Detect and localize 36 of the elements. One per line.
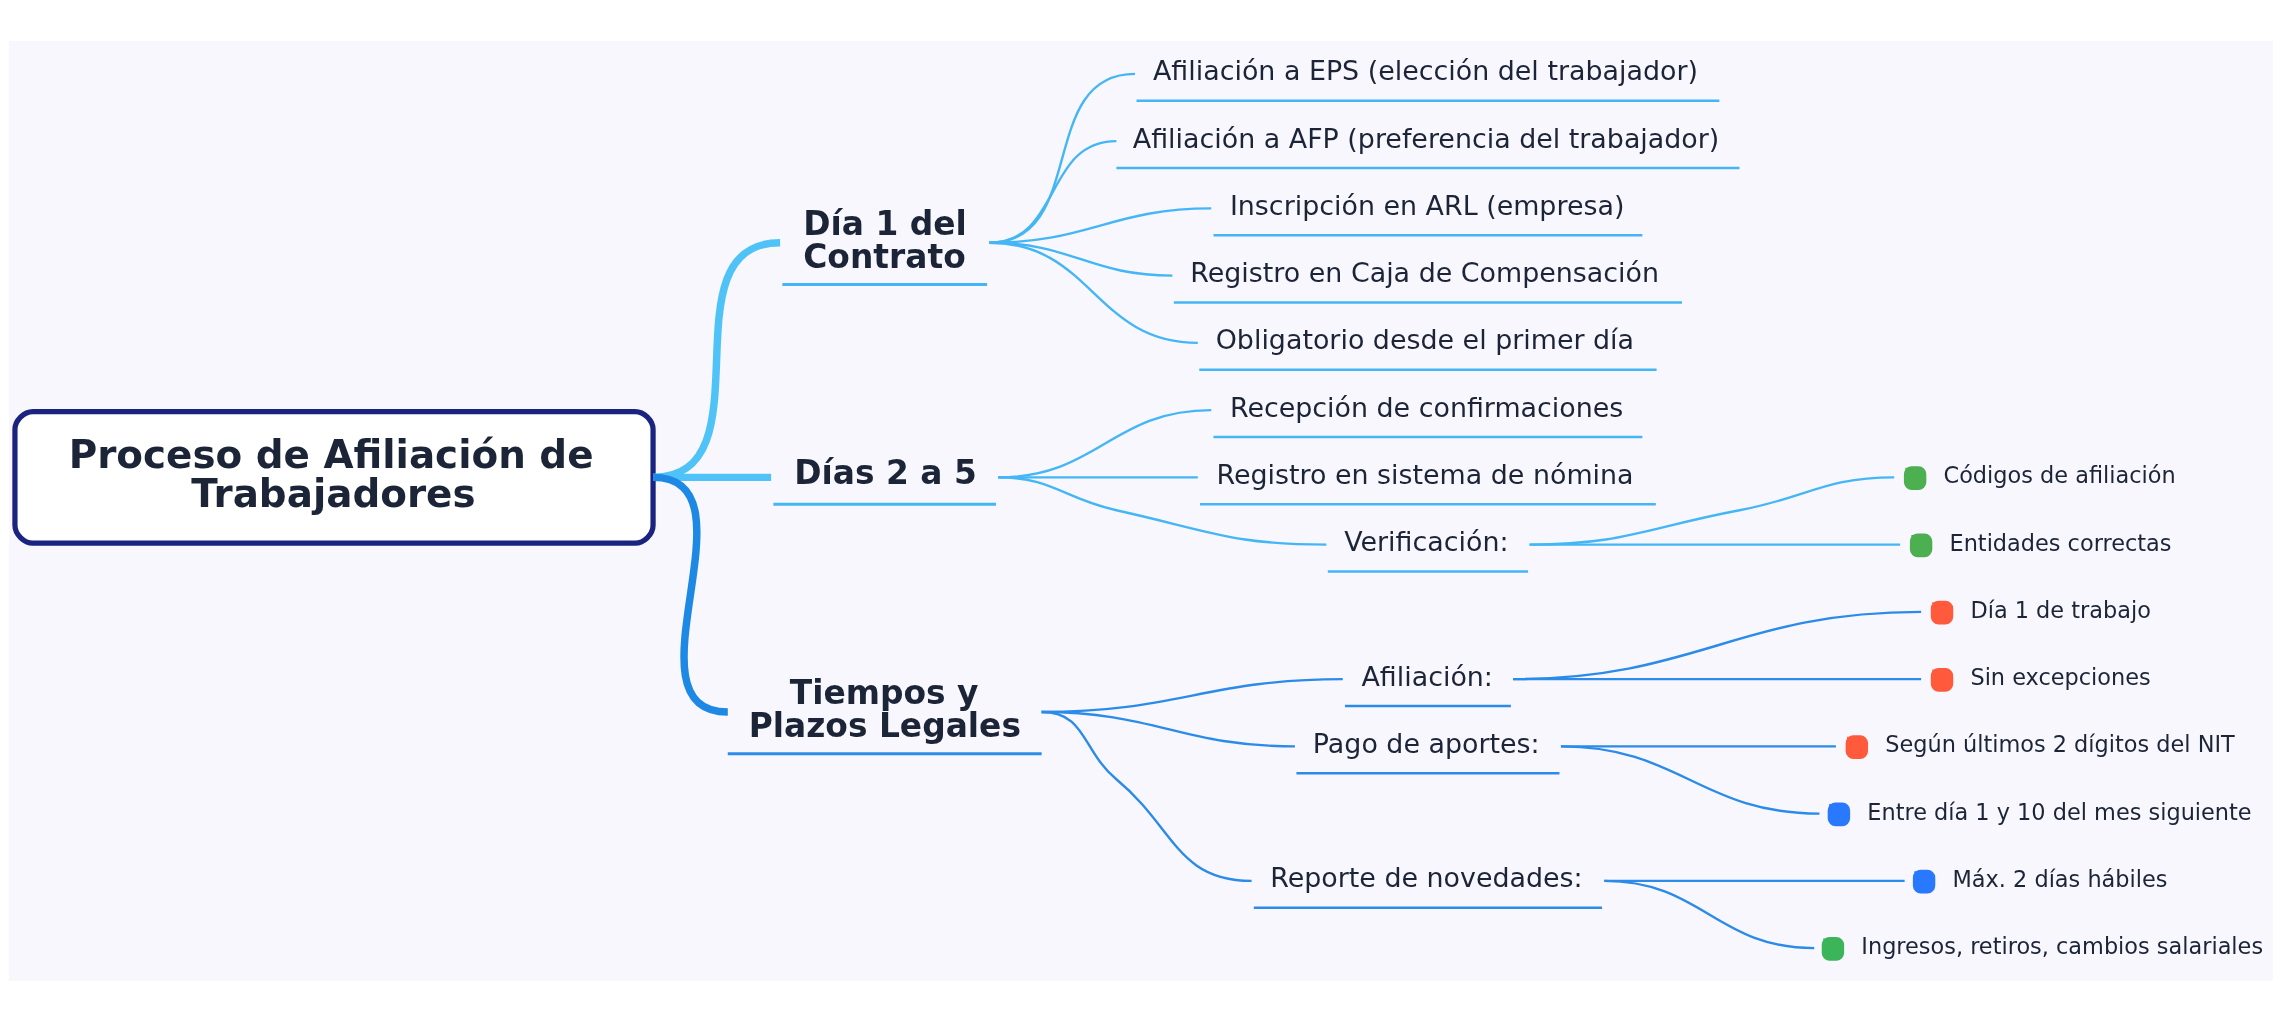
node-text: Inscripción en ARL (empresa) [1229, 189, 1625, 221]
connector [989, 241, 1198, 345]
connector [989, 139, 1117, 244]
node-text: Registro en sistema de nómina [1216, 458, 1634, 490]
connector [998, 476, 1327, 546]
node-text: Afiliación: [1361, 660, 1493, 692]
connector [989, 72, 1136, 244]
node-text: Días 2 a 5 [794, 453, 977, 493]
node-label: Códigos de afiliación [1943, 462, 2176, 489]
node-text: Reporte de novedades: [1270, 862, 1583, 894]
connector [652, 473, 729, 716]
node-text: Recepción de confirmaciones [1229, 391, 1624, 423]
node-label: Máx. 2 días hábiles [1952, 865, 2168, 892]
connector [652, 239, 781, 482]
node-label: Entre día 1 y 10 del mes siguiente [1867, 798, 2252, 825]
node-label: Entidades correctas [1949, 529, 2172, 556]
node-text: Registro en Caja de Compensación [1190, 257, 1659, 289]
node-label: Ingresos, retiros, cambios salariales [1861, 933, 2264, 960]
node-label: Sin excepciones [1970, 664, 2151, 691]
node-text: Obligatorio desde el primer día [1215, 324, 1635, 356]
connector [989, 207, 1212, 244]
node-text: Tiempos y Plazos Legales [748, 672, 1021, 745]
connector [1041, 710, 1252, 883]
node-text: Afiliación a EPS (elección del trabajador) [1152, 55, 1698, 87]
connector [1513, 610, 1922, 681]
node-text: Afiliación a AFP (preferencia del trabajador) [1132, 122, 1720, 154]
connector [1529, 543, 1901, 546]
connector [1513, 677, 1922, 681]
node-box: Proceso de Afiliación de Trabajadores [12, 409, 656, 546]
node-text: Verificación: [1344, 526, 1509, 558]
connector [1560, 745, 1820, 815]
node-label: Día 1 de trabajo [1970, 596, 2151, 623]
connector [1604, 879, 1815, 950]
node-text: Pago de aportes: [1312, 727, 1540, 759]
node-text: Día 1 del Contrato [803, 203, 967, 276]
node-label: Según últimos 2 dígitos del NIT [1885, 731, 2235, 758]
